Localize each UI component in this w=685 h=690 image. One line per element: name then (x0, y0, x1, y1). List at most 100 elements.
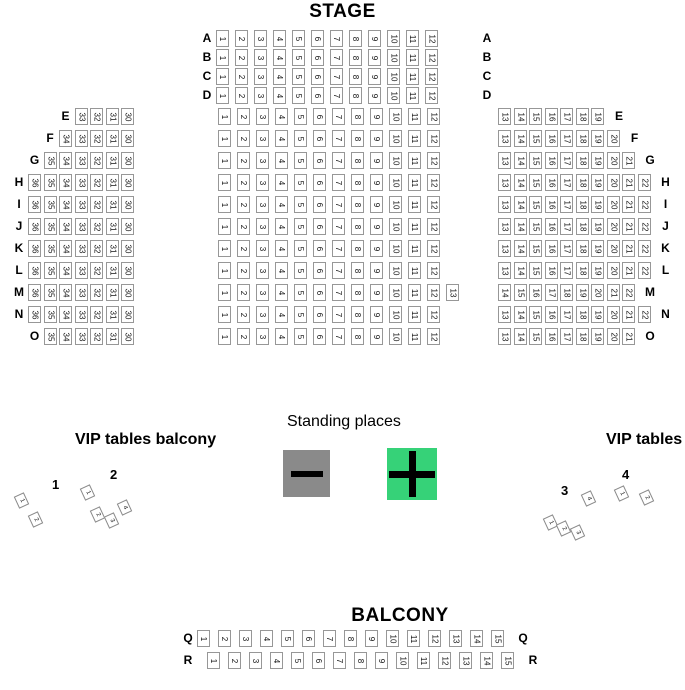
seat-O-30[interactable]: 30 (121, 328, 134, 345)
seat-E-14[interactable]: 14 (513, 108, 527, 125)
seat-B-4[interactable]: 4 (273, 49, 286, 66)
seat-O-35[interactable]: 35 (43, 328, 57, 345)
seat-L-20[interactable]: 20 (606, 262, 620, 279)
seat-G-6[interactable]: 6 (313, 152, 326, 169)
seat-M-30[interactable]: 30 (121, 284, 134, 301)
seat-N-3[interactable]: 3 (256, 306, 269, 323)
seat-J-35[interactable]: 35 (43, 218, 57, 235)
seat-O-32[interactable]: 32 (90, 328, 103, 345)
seat-I-32[interactable]: 32 (90, 196, 103, 213)
seat-K-34[interactable]: 34 (59, 240, 72, 257)
seat-G-14[interactable]: 14 (513, 152, 527, 169)
seat-K-33[interactable]: 33 (74, 240, 88, 257)
seat-J-21[interactable]: 21 (622, 218, 635, 235)
seat-K-13[interactable]: 13 (498, 240, 511, 257)
seat-G-9[interactable]: 9 (370, 152, 383, 169)
vip-table-2-seat-3[interactable]: 3 (103, 512, 120, 529)
seat-G-3[interactable]: 3 (256, 152, 269, 169)
vip-table-4-seat-1[interactable]: 1 (613, 485, 630, 502)
seat-L-3[interactable]: 3 (256, 262, 269, 279)
seat-C-6[interactable]: 6 (311, 68, 324, 85)
seat-B-5[interactable]: 5 (292, 49, 305, 66)
seat-M-19[interactable]: 19 (575, 284, 589, 301)
seat-D-7[interactable]: 7 (330, 87, 343, 104)
seat-L-32[interactable]: 32 (90, 262, 103, 279)
seat-N-5[interactable]: 5 (294, 306, 307, 323)
seat-J-33[interactable]: 33 (74, 218, 88, 235)
seat-J-36[interactable]: 36 (28, 218, 41, 235)
seat-K-19[interactable]: 19 (591, 240, 604, 257)
seat-K-21[interactable]: 21 (622, 240, 635, 257)
seat-G-15[interactable]: 15 (529, 152, 542, 169)
seat-N-16[interactable]: 16 (544, 306, 558, 323)
seat-J-5[interactable]: 5 (294, 218, 307, 235)
seat-O-3[interactable]: 3 (256, 328, 269, 345)
seat-I-11[interactable]: 11 (408, 196, 421, 213)
seat-E-33[interactable]: 33 (74, 108, 88, 125)
seat-K-36[interactable]: 36 (28, 240, 41, 257)
seat-F-10[interactable]: 10 (389, 130, 402, 147)
seat-E-18[interactable]: 18 (575, 108, 589, 125)
seat-A-4[interactable]: 4 (273, 30, 286, 47)
seat-O-1[interactable]: 1 (218, 328, 231, 345)
seat-K-17[interactable]: 17 (560, 240, 573, 257)
seat-O-16[interactable]: 16 (544, 328, 558, 345)
seat-B-12[interactable]: 12 (425, 49, 438, 66)
seat-J-10[interactable]: 10 (389, 218, 402, 235)
seat-L-30[interactable]: 30 (121, 262, 134, 279)
seat-M-36[interactable]: 36 (28, 284, 41, 301)
seat-J-12[interactable]: 12 (427, 218, 440, 235)
seat-J-15[interactable]: 15 (529, 218, 542, 235)
seat-M-2[interactable]: 2 (237, 284, 250, 301)
seat-E-4[interactable]: 4 (275, 108, 288, 125)
seat-L-19[interactable]: 19 (591, 262, 604, 279)
seat-G-11[interactable]: 11 (408, 152, 421, 169)
seat-D-1[interactable]: 1 (216, 87, 229, 104)
seat-J-11[interactable]: 11 (408, 218, 421, 235)
vip-table-4-seat-2[interactable]: 2 (638, 489, 655, 506)
seat-H-6[interactable]: 6 (313, 174, 326, 191)
seat-N-13[interactable]: 13 (498, 306, 511, 323)
seat-H-5[interactable]: 5 (294, 174, 307, 191)
seat-J-6[interactable]: 6 (313, 218, 326, 235)
seat-C-11[interactable]: 11 (406, 68, 419, 85)
seat-N-33[interactable]: 33 (74, 306, 88, 323)
seat-G-19[interactable]: 19 (591, 152, 604, 169)
seat-F-9[interactable]: 9 (370, 130, 383, 147)
seat-F-5[interactable]: 5 (294, 130, 307, 147)
seat-M-21[interactable]: 21 (606, 284, 620, 301)
seat-F-32[interactable]: 32 (90, 130, 103, 147)
seat-M-15[interactable]: 15 (513, 284, 527, 301)
seat-N-15[interactable]: 15 (529, 306, 542, 323)
seat-R-8[interactable]: 8 (354, 652, 367, 669)
seat-G-1[interactable]: 1 (218, 152, 231, 169)
seat-C-7[interactable]: 7 (330, 68, 343, 85)
seat-N-31[interactable]: 31 (105, 306, 119, 323)
seat-G-7[interactable]: 7 (332, 152, 345, 169)
seat-K-9[interactable]: 9 (370, 240, 383, 257)
seat-F-11[interactable]: 11 (408, 130, 421, 147)
seat-F-4[interactable]: 4 (275, 130, 288, 147)
seat-G-35[interactable]: 35 (43, 152, 57, 169)
seat-J-18[interactable]: 18 (575, 218, 589, 235)
seat-K-10[interactable]: 10 (389, 240, 402, 257)
seat-J-22[interactable]: 22 (637, 218, 651, 235)
seat-N-35[interactable]: 35 (43, 306, 57, 323)
seat-B-3[interactable]: 3 (254, 49, 267, 66)
seat-I-21[interactable]: 21 (622, 196, 635, 213)
seat-L-10[interactable]: 10 (389, 262, 402, 279)
seat-Q-9[interactable]: 9 (365, 630, 378, 647)
seat-K-32[interactable]: 32 (90, 240, 103, 257)
seat-G-30[interactable]: 30 (121, 152, 134, 169)
seat-R-14[interactable]: 14 (480, 652, 493, 669)
seat-F-20[interactable]: 20 (606, 130, 620, 147)
seat-O-5[interactable]: 5 (294, 328, 307, 345)
seat-C-2[interactable]: 2 (235, 68, 248, 85)
seat-C-1[interactable]: 1 (216, 68, 229, 85)
seat-N-17[interactable]: 17 (560, 306, 573, 323)
seat-I-3[interactable]: 3 (256, 196, 269, 213)
seat-E-9[interactable]: 9 (370, 108, 383, 125)
seat-H-15[interactable]: 15 (529, 174, 542, 191)
seat-G-21[interactable]: 21 (622, 152, 635, 169)
seat-N-10[interactable]: 10 (389, 306, 402, 323)
